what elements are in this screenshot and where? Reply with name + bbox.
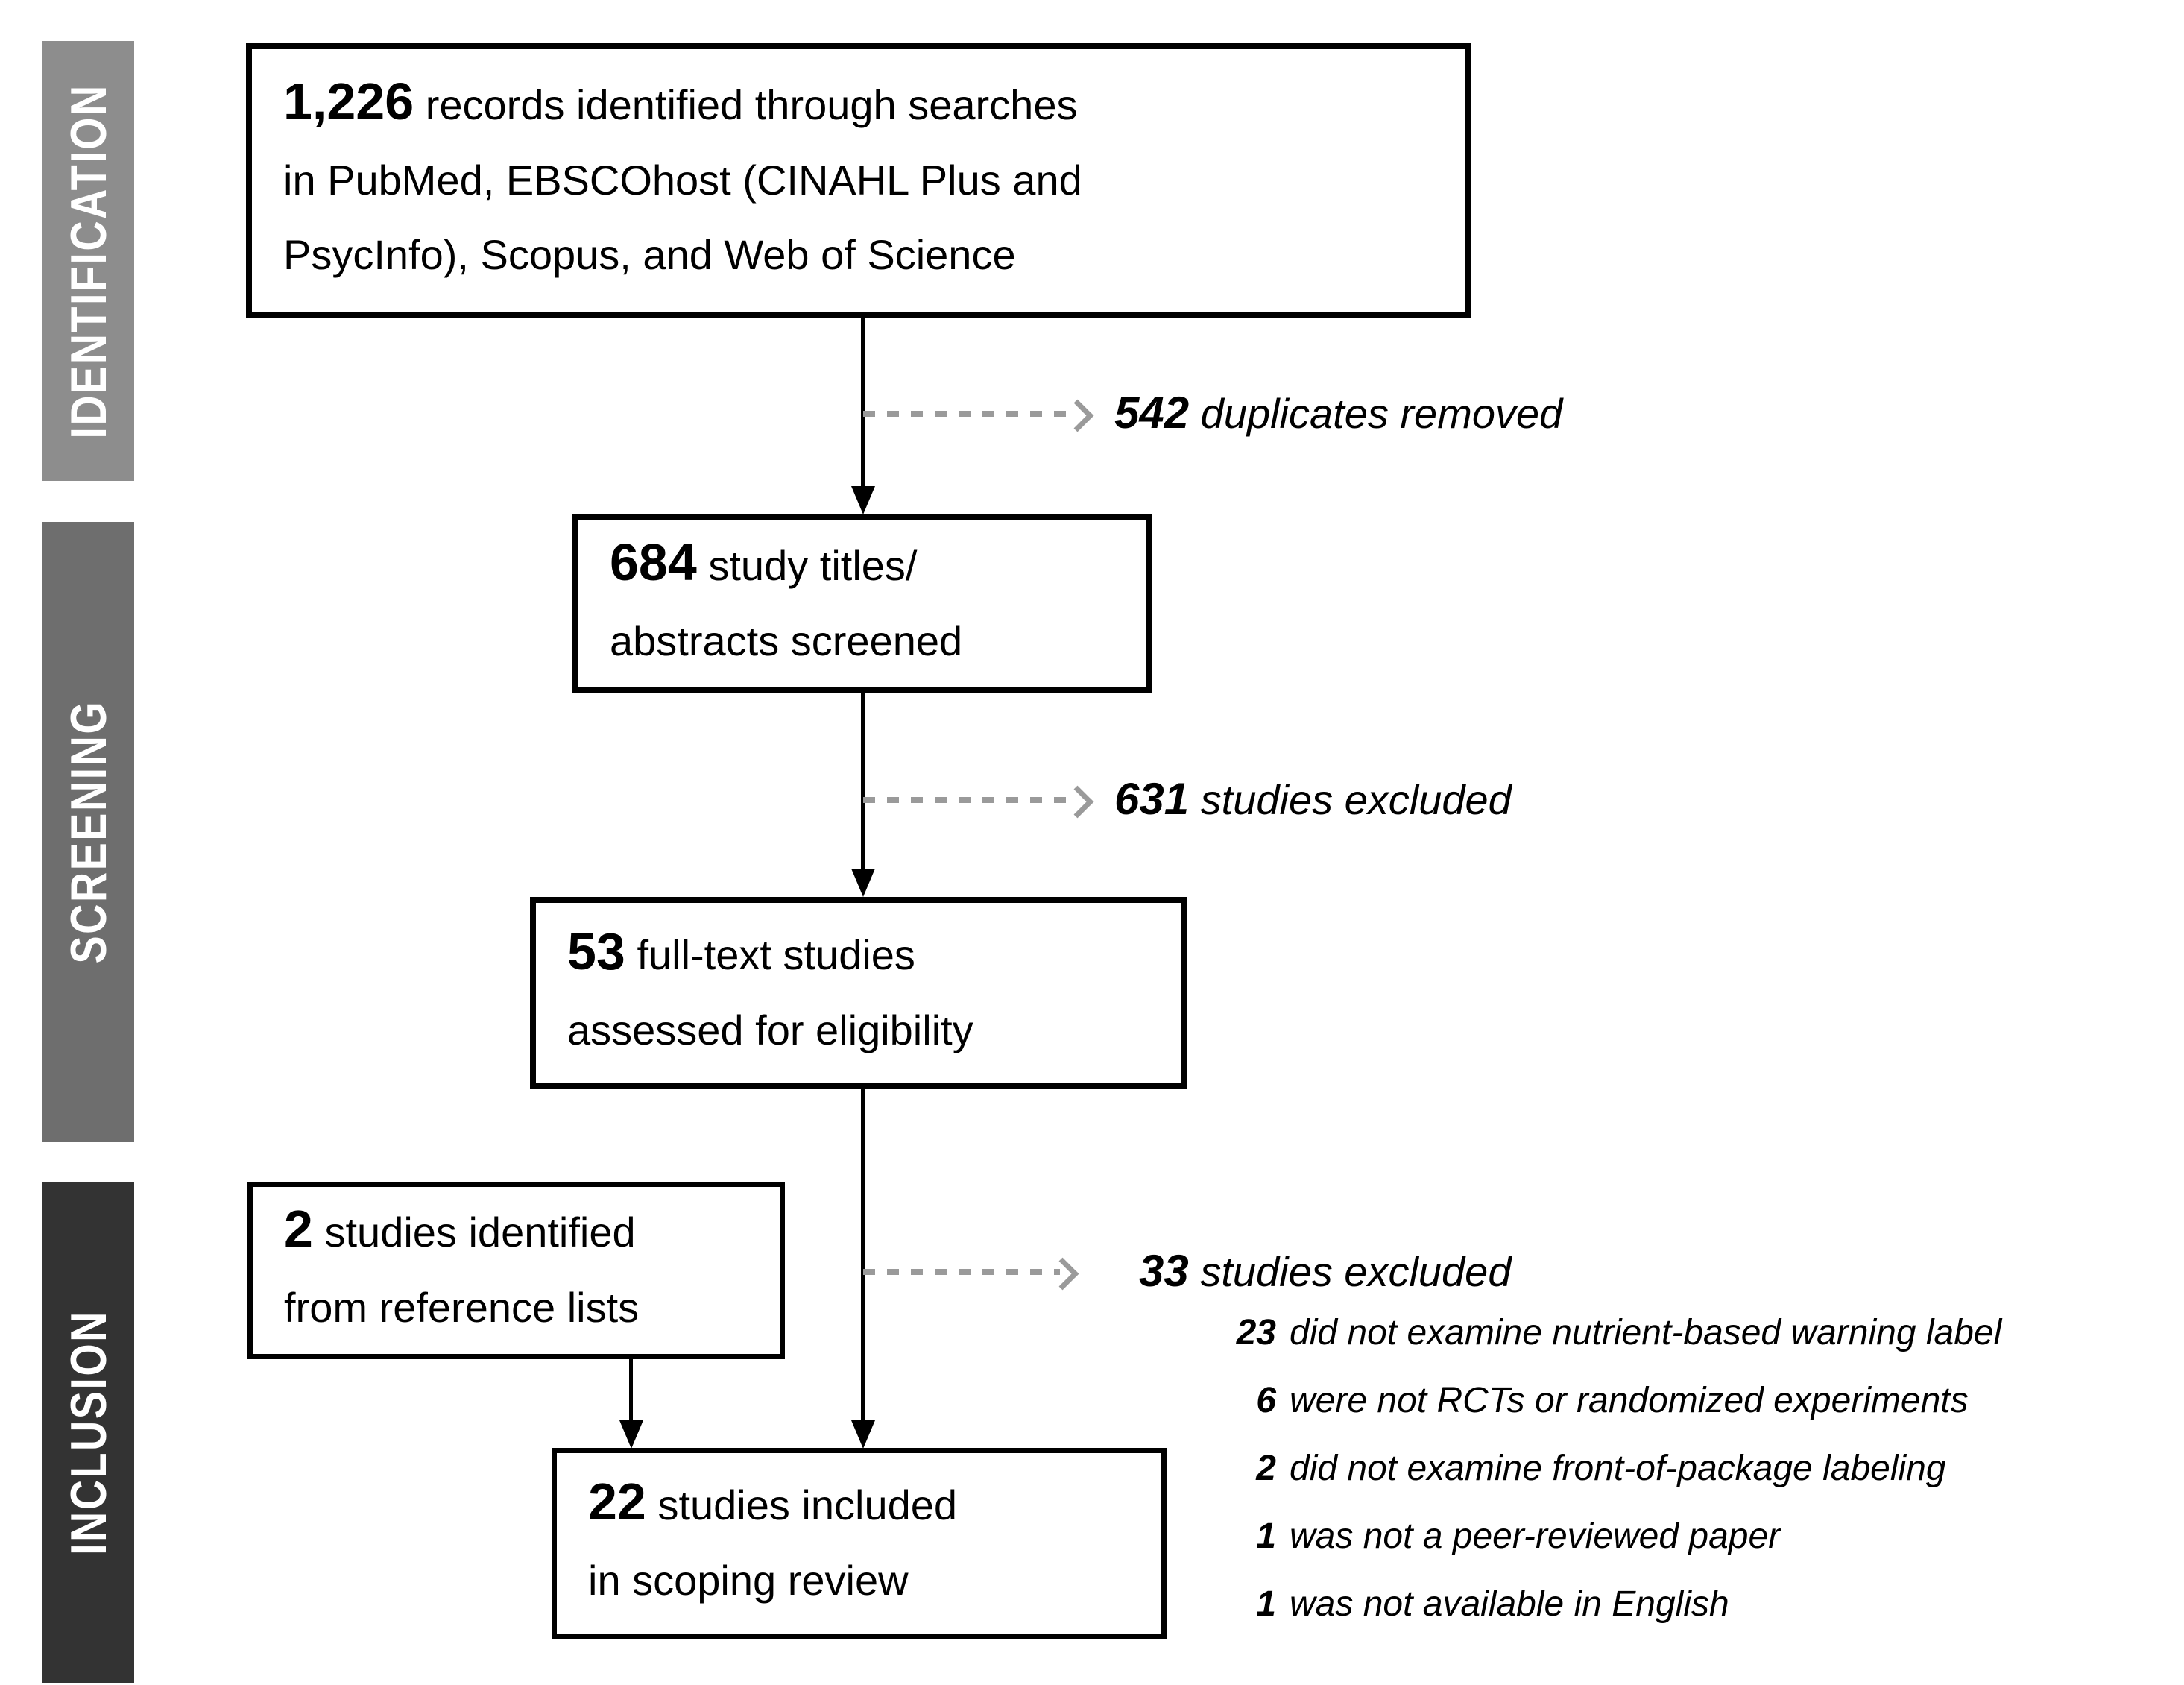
box-included-content: 22 studies included in scoping review [557, 1464, 1002, 1623]
fulltext-assessed-count: 53 [567, 922, 625, 981]
box-titles-screened: 684 study titles/ abstracts screened [572, 514, 1152, 693]
box-fulltext-assessed: 53 full-text studies assessed for eligib… [530, 897, 1187, 1089]
excluded-screening-count: 631 [1114, 774, 1190, 824]
exclusion-reason-row: 23 did not examine nutrient-based warning… [1193, 1315, 2184, 1351]
excluded-fulltext-count: 33 [1139, 1246, 1189, 1296]
included-text: studies included in scoping review [588, 1481, 958, 1604]
exclusion-reason-text: did not examine nutrient-based warning l… [1290, 1313, 2002, 1352]
stage-label-identification: IDENTIFICATION [60, 83, 117, 439]
exclusion-reasons-list: 23 did not examine nutrient-based warning… [1193, 1315, 2184, 1654]
box-reference-lists-content: 2 studies identified from reference list… [253, 1191, 661, 1350]
arrow-line-reference-to-included [629, 1358, 633, 1422]
exclusion-reason-number: 23 [1236, 1313, 1276, 1352]
exclusion-reason-row: 2 did not examine front-of-package labeli… [1193, 1451, 2184, 1487]
stage-label-inclusion: INCLUSION [60, 1309, 117, 1555]
exclusion-reason-text: did not examine front-of-package labelin… [1290, 1449, 1946, 1488]
arrowhead-screened-to-fulltext [851, 869, 875, 897]
dashed-arrowhead-excluded-screening [1061, 785, 1094, 819]
exclusion-reason-text: were not RCTs or randomized experiments [1290, 1381, 1969, 1420]
dashed-arrow-excluded-fulltext [863, 1269, 1060, 1275]
titles-screened-count: 684 [610, 533, 697, 592]
box-records-identified: 1,226 records identified through searche… [246, 43, 1471, 318]
label-duplicates-removed: 542 duplicates removed [1114, 385, 1562, 443]
stage-bar-screening: SCREENING [42, 522, 134, 1142]
duplicates-removed-count: 542 [1114, 388, 1190, 438]
excluded-screening-text: studies excluded [1200, 776, 1512, 823]
exclusion-reason-number: 1 [1256, 1584, 1276, 1624]
dashed-arrow-duplicates [863, 411, 1075, 417]
box-included: 22 studies included in scoping review [552, 1448, 1167, 1639]
exclusion-reason-row: 1 was not available in English [1193, 1587, 2184, 1622]
exclusion-reason-number: 6 [1256, 1381, 1276, 1420]
exclusion-reason-text: was not a peer-reviewed paper [1290, 1516, 1781, 1556]
dashed-arrowhead-excluded-fulltext [1046, 1257, 1079, 1291]
exclusion-reason-number: 1 [1256, 1516, 1276, 1556]
arrowhead-records-to-screened [851, 486, 875, 514]
box-fulltext-assessed-content: 53 full-text studies assessed for eligib… [536, 913, 996, 1073]
reference-lists-count: 2 [284, 1200, 313, 1259]
box-reference-lists: 2 studies identified from reference list… [247, 1182, 785, 1359]
label-excluded-fulltext: 33 studies excluded [1139, 1243, 1511, 1301]
included-count: 22 [588, 1473, 646, 1531]
records-identified-text: records identified through searches in P… [283, 81, 1082, 279]
stage-bar-identification: IDENTIFICATION [42, 41, 134, 481]
box-records-identified-content: 1,226 records identified through searche… [252, 63, 1105, 297]
duplicates-removed-text: duplicates removed [1200, 390, 1563, 437]
titles-screened-text: study titles/ abstracts screened [610, 542, 963, 664]
exclusion-reason-row: 6 were not RCTs or randomized experiments [1193, 1383, 2184, 1419]
arrow-line-fulltext-to-included [861, 1089, 865, 1422]
label-excluded-screening: 631 studies excluded [1114, 771, 1512, 829]
arrowhead-fulltext-to-included [851, 1420, 875, 1449]
stage-label-screening: SCREENING [60, 700, 117, 964]
reference-lists-text: studies identified from reference lists [284, 1209, 640, 1331]
dashed-arrowhead-duplicates [1061, 399, 1094, 432]
exclusion-reason-row: 1 was not a peer-reviewed paper [1193, 1519, 2184, 1555]
arrow-line-records-to-screened [861, 318, 865, 488]
records-identified-count: 1,226 [283, 72, 414, 130]
stage-bar-inclusion: INCLUSION [42, 1182, 134, 1683]
fulltext-assessed-text: full-text studies assessed for eligibili… [567, 931, 973, 1053]
exclusion-reason-text: was not available in English [1290, 1584, 1729, 1624]
excluded-fulltext-text: studies excluded [1200, 1248, 1512, 1295]
dashed-arrow-excluded-screening [863, 797, 1075, 803]
exclusion-reason-number: 2 [1256, 1449, 1276, 1488]
box-titles-screened-content: 684 study titles/ abstracts screened [578, 524, 985, 684]
arrowhead-reference-to-included [619, 1420, 643, 1449]
arrow-line-screened-to-fulltext [861, 693, 865, 869]
